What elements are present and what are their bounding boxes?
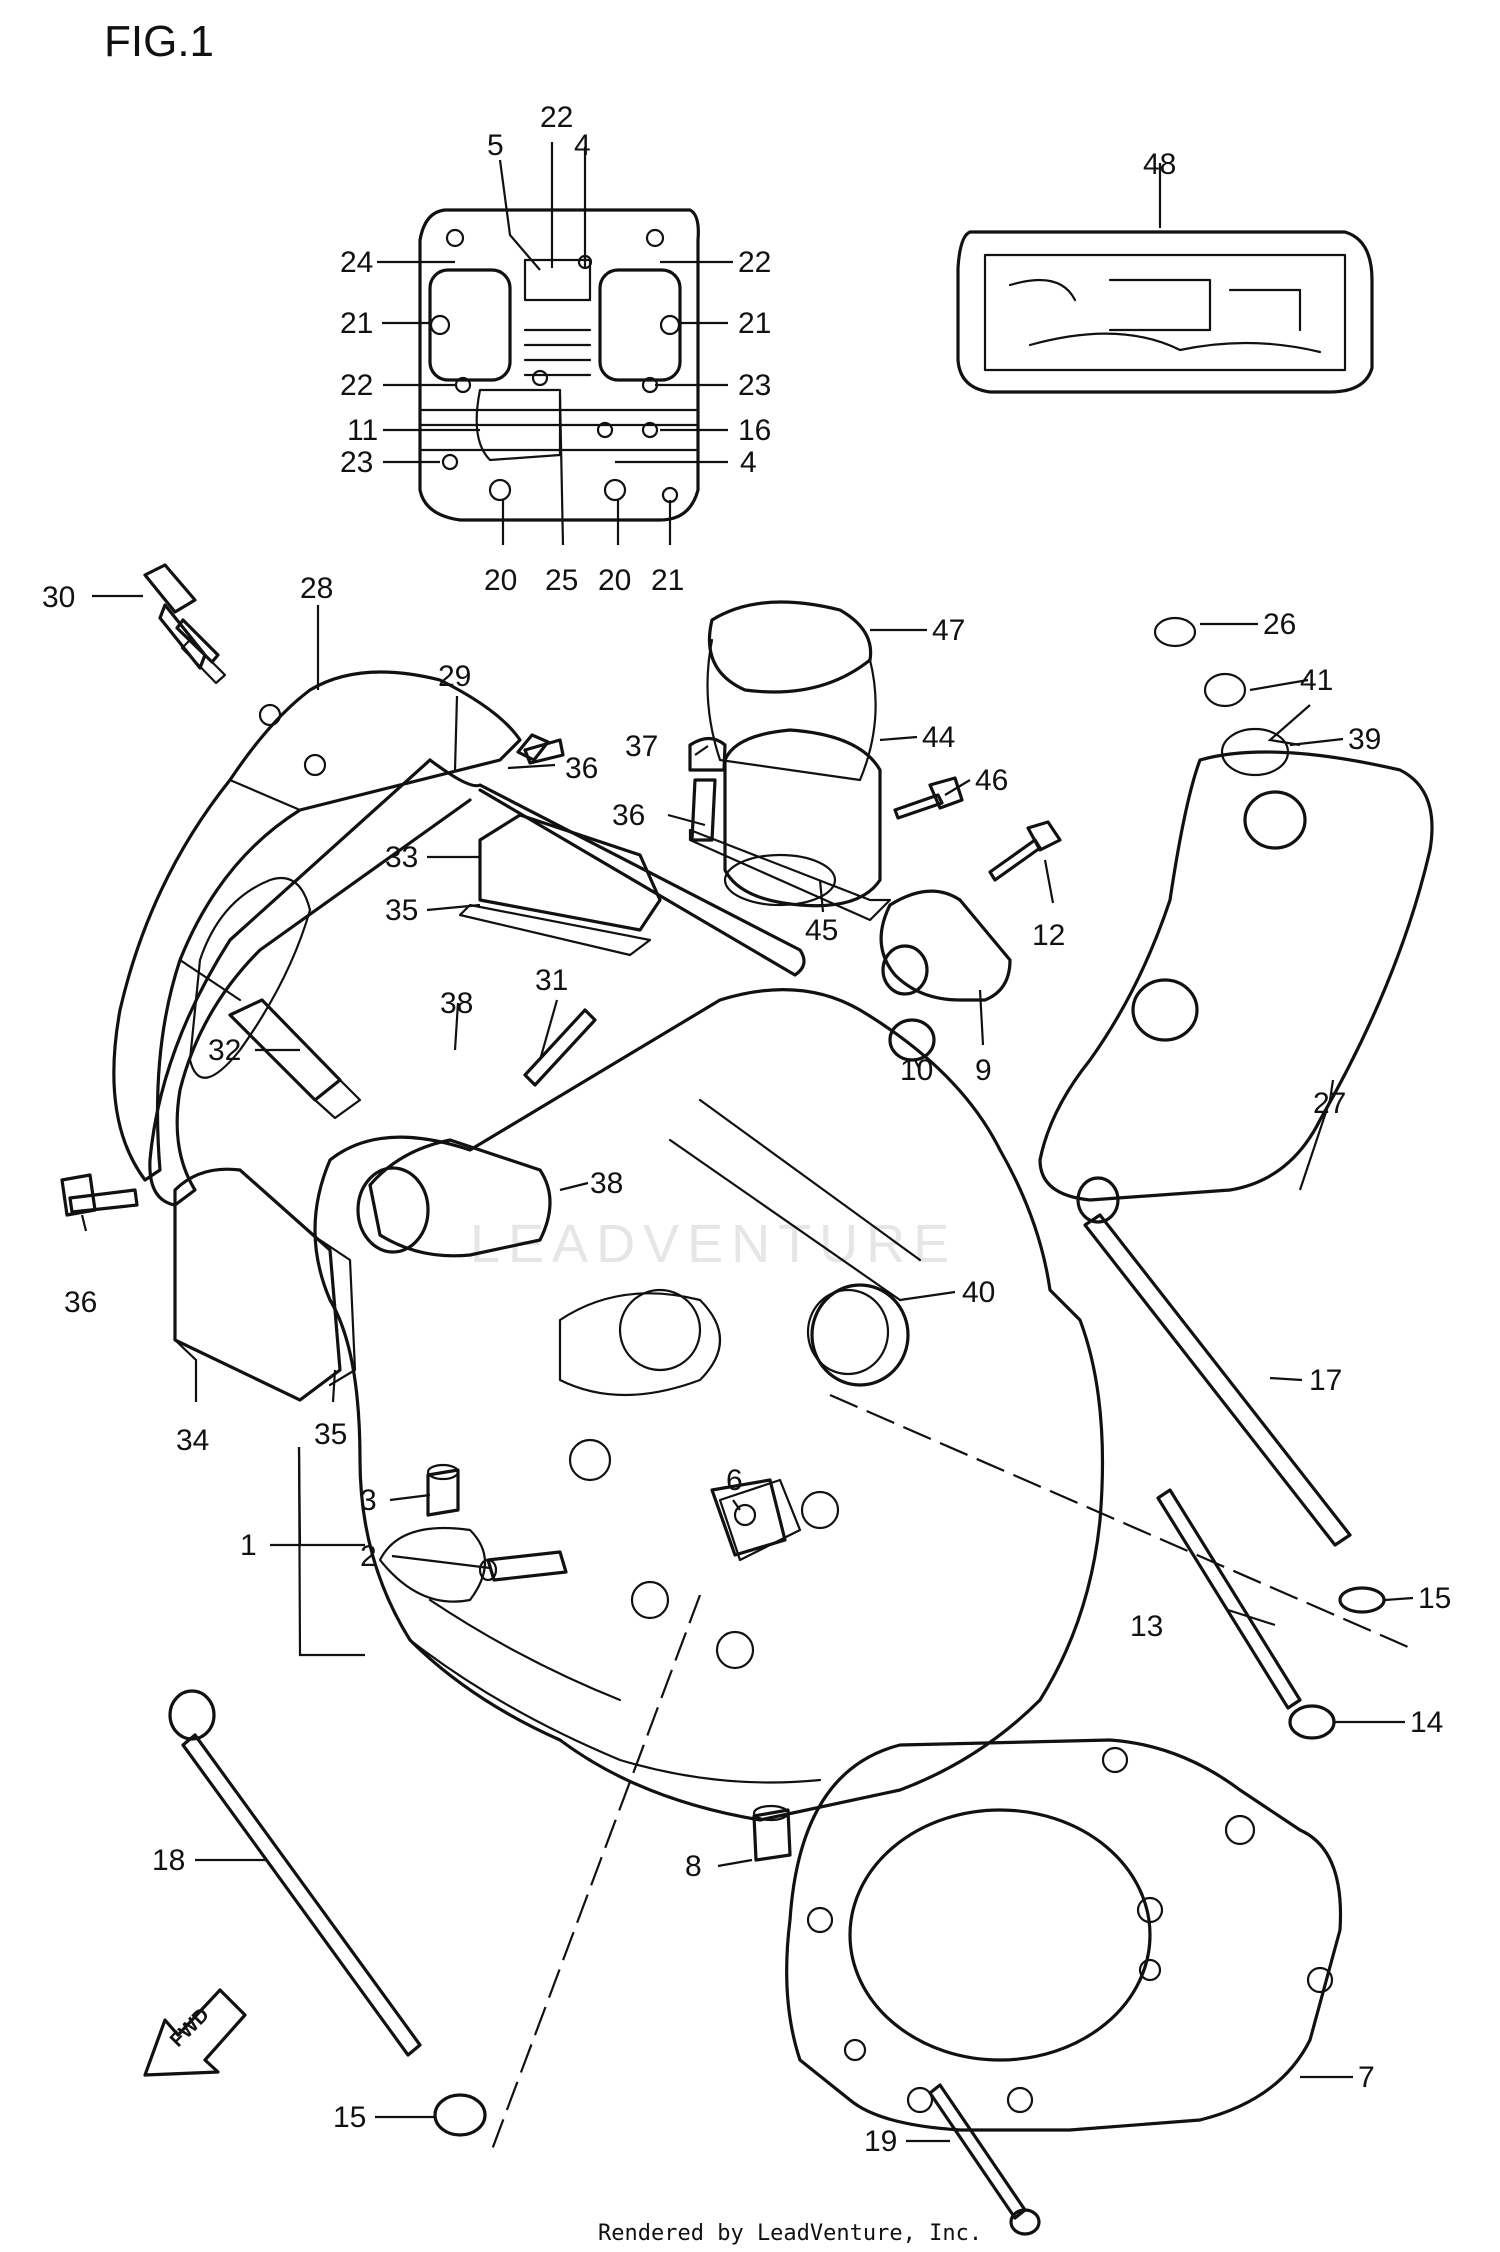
bolt-19: [928, 2083, 1041, 2236]
callout-21: 21: [340, 307, 373, 340]
callout-20: 20: [598, 564, 631, 597]
callout-31: 31: [535, 964, 568, 997]
thermostat-housing-9-10: [879, 889, 1012, 1062]
callout-6: 6: [726, 1464, 743, 1497]
callout-21: 21: [651, 564, 684, 597]
callout-36: 36: [565, 752, 598, 785]
valve-seal-6: [710, 1478, 787, 1557]
bolt-30: [143, 563, 227, 685]
callout-44: 44: [922, 721, 955, 754]
rocker-cover-gasket-48: [956, 230, 1374, 394]
exhaust-bolt-stud-2: [478, 1550, 568, 1582]
callout-labels: 22 4 5 24 22 21 21 22 23 11 16 23 4 20 2…: [42, 101, 1451, 2158]
callout-7: 7: [1358, 2061, 1375, 2094]
callout-9: 9: [975, 1054, 992, 1087]
callout-32: 32: [208, 1034, 241, 1067]
callout-35: 35: [314, 1418, 347, 1451]
dowel-8: [752, 1804, 792, 1862]
callout-22: 22: [340, 369, 373, 402]
cover-gasket-29: [148, 758, 806, 1207]
right-cover-27: [1038, 616, 1434, 1202]
callout-20: 20: [484, 564, 517, 597]
spark-plug-31-32: [228, 998, 597, 1120]
callout-15: 15: [1418, 1582, 1451, 1615]
callout-2: 2: [360, 1540, 377, 1573]
stud-17: [1076, 1176, 1352, 1547]
callout-8: 8: [685, 1850, 702, 1883]
callout-28: 28: [300, 572, 333, 605]
callout-10: 10: [900, 1054, 933, 1087]
dowel-pin-3: [426, 1463, 460, 1517]
callout-17: 17: [1309, 1364, 1342, 1397]
figure-title: FIG.1: [104, 17, 214, 66]
callout-18: 18: [152, 1844, 185, 1877]
callout-22: 22: [738, 246, 771, 279]
cylinder-head-main-1: [313, 988, 1105, 1822]
bolt-18: [168, 1689, 422, 2057]
callout-4: 4: [740, 446, 757, 479]
bolt-12: [988, 820, 1062, 882]
callout-14: 14: [1410, 1706, 1443, 1739]
callout-45: 45: [805, 914, 838, 947]
callout-33: 33: [385, 841, 418, 874]
svg-text:FWD: FWD: [166, 2004, 214, 2052]
callout-46: 46: [975, 764, 1008, 797]
alignment-lines: [488, 1393, 1416, 2156]
washers-14-15: [433, 1586, 1386, 2137]
callout-34: 34: [176, 1424, 209, 1457]
callout-29: 29: [438, 660, 471, 693]
callout-5: 5: [487, 129, 504, 162]
watermark: LEADVENTURE: [470, 1214, 957, 1274]
callout-40: 38: [590, 1167, 623, 1200]
leader-lines: [80, 142, 1414, 2143]
callout-16: 16: [738, 414, 771, 447]
callout-42: 40: [962, 1276, 995, 1309]
callout-19: 19: [864, 2125, 897, 2158]
callout-21: 21: [738, 307, 771, 340]
fwd-direction-marker: FWD: [143, 1988, 247, 2077]
plug-42: [806, 1283, 910, 1387]
callout-27: 27: [1313, 1087, 1346, 1120]
callout-37: 36: [612, 799, 645, 832]
callout-43: 41: [1300, 664, 1333, 697]
head-gasket-detail-inset: [418, 208, 700, 522]
covers-33-34-35: [173, 813, 662, 1402]
callout-13: 13: [1130, 1610, 1163, 1643]
callout-15: 15: [333, 2101, 366, 2134]
callout-4: 4: [574, 129, 591, 162]
render-credit: Rendered by LeadVenture, Inc.: [598, 2221, 982, 2246]
callout-3: 3: [360, 1484, 377, 1517]
callout-47: 47: [932, 614, 965, 647]
callout-23: 23: [738, 369, 771, 402]
small-fasteners: [60, 733, 727, 1217]
callout-35: 35: [385, 894, 418, 927]
callout-24: 24: [340, 246, 373, 279]
callout-41: 39: [1348, 723, 1381, 756]
callout-30: 30: [42, 581, 75, 614]
callout-22: 23: [340, 446, 373, 479]
water-outlet-40: [356, 1138, 552, 1258]
bolt-46: [893, 776, 964, 820]
cylinder-head-cover-28: [112, 670, 522, 1182]
callout-38: 37: [625, 730, 658, 763]
callout-48: 48: [1143, 148, 1176, 181]
intake-pipe-44-47: [688, 600, 892, 922]
callout-22: 22: [540, 101, 573, 134]
callout-1: 1: [240, 1529, 257, 1562]
callout-26: 26: [1263, 608, 1296, 641]
head-gasket-7: [785, 1738, 1343, 2132]
callout-11: 11: [347, 414, 378, 447]
callout-12: 12: [1032, 919, 1065, 952]
callout-39: 38: [440, 987, 473, 1020]
callout-36: 36: [64, 1286, 97, 1319]
callout-25: 25: [545, 564, 578, 597]
stud-13: [1156, 1488, 1302, 1710]
